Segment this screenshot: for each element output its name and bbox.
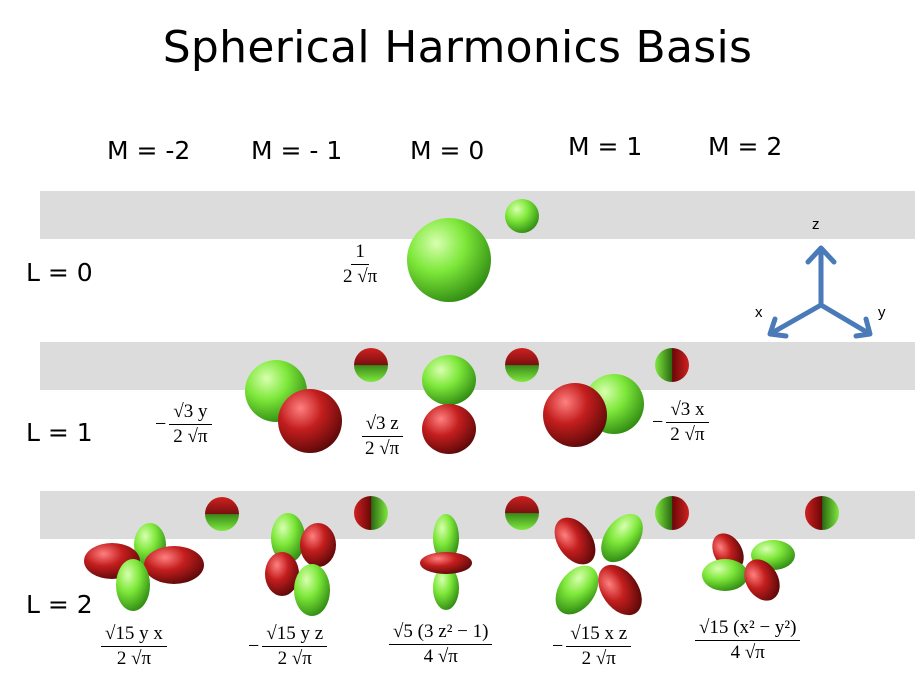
l2-m1-lobe-positive-bottom xyxy=(555,565,599,615)
l1-m0-lobe-negative xyxy=(422,404,476,454)
formula-denominator: 2 √π xyxy=(365,438,400,459)
formula-denominator: 2 √π xyxy=(173,426,208,447)
formula-denominator: 2 √π xyxy=(581,648,616,669)
axis-triad xyxy=(767,245,873,339)
formula-l2-m0: √5 (3 z² − 1)4 √π xyxy=(386,620,493,669)
formula-numerator: √5 (3 z² − 1) xyxy=(389,620,493,645)
formula-numerator: √3 y xyxy=(169,400,212,425)
z-axis-label: z xyxy=(812,216,820,233)
l2-m1-lobe-negative-top xyxy=(554,517,596,565)
l2-m1-thumbnail xyxy=(655,496,689,530)
column-label-m-1: M = 1 xyxy=(568,132,643,161)
l2-mneg1-lobe-negative-top xyxy=(300,523,336,567)
formula-denominator: 4 √π xyxy=(423,646,458,667)
formula-numerator: √15 y z xyxy=(262,622,328,647)
l2-m1-lobe-negative-bottom xyxy=(598,564,642,616)
l2-mneg1-lobe-positive-bottom xyxy=(294,564,330,616)
column-label-m-0: M = 0 xyxy=(410,136,485,165)
l0-m0-thumbnail xyxy=(505,199,539,233)
l2-m2-lobe-positive-left xyxy=(702,559,748,591)
formula-denominator: 4 √π xyxy=(730,642,765,663)
l2-mneg2-lobe-negative-right xyxy=(144,546,204,584)
l2-m0-orbital xyxy=(420,514,472,610)
formula-sign: − xyxy=(155,413,167,435)
l2-m1-orbital xyxy=(554,513,643,616)
l2-mneg2-orbital xyxy=(84,523,204,611)
y-axis-arrow xyxy=(818,302,873,339)
formula-l2-m2: √15 (x² − y²)4 √π xyxy=(692,616,801,665)
formula-sign: − xyxy=(248,635,260,657)
formula-denominator: 2 √π xyxy=(343,266,378,287)
formula-numerator: √3 x xyxy=(666,398,709,423)
l1-mneg1-orbital xyxy=(245,360,342,453)
l2-mneg2-lobe-positive-bottom xyxy=(116,559,150,611)
column-label-m-neg1: M = - 1 xyxy=(251,136,343,165)
l2-mneg1-thumbnail xyxy=(354,496,388,530)
l1-m0-thumbnail xyxy=(505,348,539,382)
l2-mneg1-lobe-negative-bottom xyxy=(265,552,299,596)
formula-sign: − xyxy=(552,635,564,657)
row-band-l2 xyxy=(40,491,915,539)
l2-m0-lobe-positive-bottom xyxy=(433,566,459,610)
row-label-l1: L = 1 xyxy=(26,418,93,447)
l2-mneg1-lobe-positive-top xyxy=(271,513,305,563)
l2-m0-lobe-positive-top xyxy=(433,514,459,562)
l1-mneg1-lobe-negative xyxy=(278,389,342,453)
formula-numerator: √15 y x xyxy=(101,622,167,647)
l2-m2-thumbnail xyxy=(805,496,839,530)
l2-m0-thumbnail xyxy=(505,496,539,530)
z-axis-arrow xyxy=(805,245,837,308)
x-axis-label: x xyxy=(755,304,763,321)
row-band-l1 xyxy=(40,342,915,390)
formula-sign: − xyxy=(652,411,664,433)
l1-mneg1-thumbnail xyxy=(354,348,388,382)
l1-m1-lobe-negative xyxy=(543,383,607,447)
l2-m1-lobe-positive-top xyxy=(601,513,643,563)
formula-numerator: 1 xyxy=(351,240,369,265)
l2-m0-torus-negative xyxy=(420,552,472,574)
formula-denominator: 2 √π xyxy=(116,648,152,669)
l1-m1-thumbnail xyxy=(655,348,689,382)
column-label-m-neg2: M = -2 xyxy=(107,136,191,165)
column-label-m-2: M = 2 xyxy=(708,132,783,161)
y-axis-label: y xyxy=(878,304,886,321)
l1-m1-orbital xyxy=(543,374,644,447)
l1-m0-orbital xyxy=(422,355,476,454)
formula-denominator: 2 √π xyxy=(277,648,312,669)
l0-m0-orbital xyxy=(407,199,539,302)
row-label-l2: L = 2 xyxy=(26,590,93,619)
l2-mneg1-orbital xyxy=(265,513,336,616)
l1-m0-lobe-positive xyxy=(422,355,476,405)
formula-numerator: √15 (x² − y²) xyxy=(695,616,801,641)
formula-numerator: √15 x z xyxy=(566,622,632,647)
l0-m0-sphere xyxy=(407,218,491,302)
formula-numerator: √3 z xyxy=(361,412,403,437)
page-title: Spherical Harmonics Basis xyxy=(162,22,753,73)
x-axis-arrow xyxy=(767,302,824,339)
l2-mneg2-thumbnail xyxy=(205,497,239,531)
l2-m2-orbital xyxy=(702,533,795,601)
formula-denominator: 2 √π xyxy=(670,424,705,445)
row-label-l0: L = 0 xyxy=(26,258,93,287)
l2-m2-lobe-negative-bottom xyxy=(744,559,780,601)
